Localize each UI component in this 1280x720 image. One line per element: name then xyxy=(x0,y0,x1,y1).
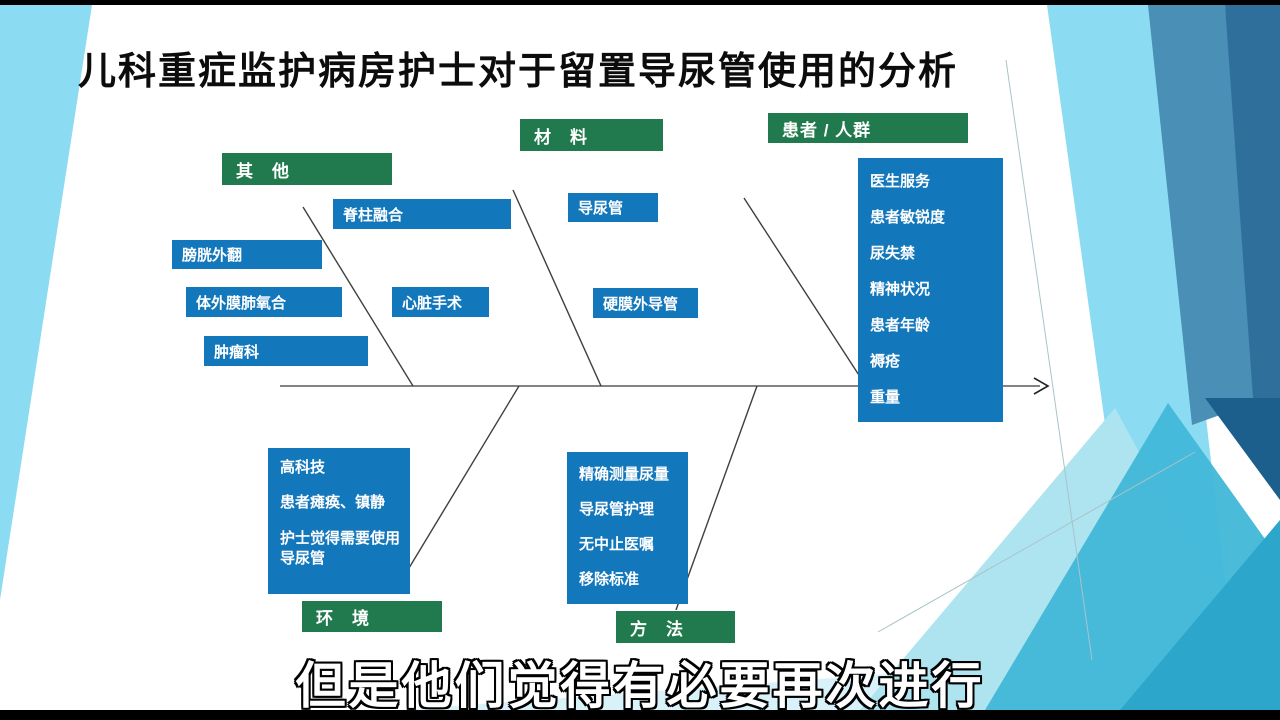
category-header-materials: 材 料 xyxy=(520,119,663,151)
cause-box-cardiac-surgery: 心脏手术 xyxy=(392,287,489,317)
method-factor-item: 导尿管护理 xyxy=(579,501,655,519)
cause-box-oncology: 肿瘤科 xyxy=(204,336,368,366)
cause-box-urinary-catheter: 导尿管 xyxy=(568,193,658,222)
category-header-other: 其 他 xyxy=(222,153,392,185)
cause-box-spinal-fusion: 脊柱融合 xyxy=(333,199,511,229)
patient-factor-item: 精神状况 xyxy=(870,280,931,298)
patient-factor-item: 患者敏锐度 xyxy=(870,208,946,226)
patient-factor-item: 医生服务 xyxy=(870,172,931,190)
environment-factor-item: 患者瘫痪、镇静 xyxy=(280,494,386,512)
environment-factor-item: 护士觉得需要使用导尿管 xyxy=(280,529,401,567)
page-title: 儿科重症监护病房护士对于留置导尿管使用的分析 xyxy=(78,51,959,93)
environment-factor-item: 高科技 xyxy=(280,459,326,476)
cause-box-ecmo: 体外膜肺氧合 xyxy=(186,287,342,317)
slide-background xyxy=(0,5,1280,710)
letterbox-bar-bottom xyxy=(0,710,1280,720)
video-subtitle: 但是他们觉得有必要再次进行 xyxy=(295,658,985,714)
category-header-patients: 患者 / 人群 xyxy=(768,113,968,143)
patient-factor-item: 重量 xyxy=(870,388,901,406)
patient-factor-item: 褥疮 xyxy=(870,352,901,370)
patient-factor-item: 患者年龄 xyxy=(870,316,931,334)
cause-box-epidural-catheter: 硬膜外导管 xyxy=(593,288,698,318)
cause-box-patient-factors: 医生服务 患者敏锐度 尿失禁 精神状况 患者年龄 褥疮 重量 xyxy=(858,158,1003,422)
letterbox-bar-top xyxy=(0,0,1280,5)
cause-box-method-factors: 精确测量尿量 导尿管护理 无中止医嘱 移除标准 xyxy=(567,452,688,604)
category-header-methods: 方 法 xyxy=(616,611,735,643)
method-factor-item: 移除标准 xyxy=(579,571,640,589)
patient-factor-item: 尿失禁 xyxy=(870,244,916,262)
category-header-environment: 环 境 xyxy=(302,601,442,632)
method-factor-item: 无中止医嘱 xyxy=(579,536,655,554)
cause-box-environment-factors: 高科技 患者瘫痪、镇静 护士觉得需要使用导尿管 xyxy=(268,448,410,594)
method-factor-item: 精确测量尿量 xyxy=(579,466,670,484)
cause-box-bladder-exstrophy: 膀胱外翻 xyxy=(172,240,322,269)
